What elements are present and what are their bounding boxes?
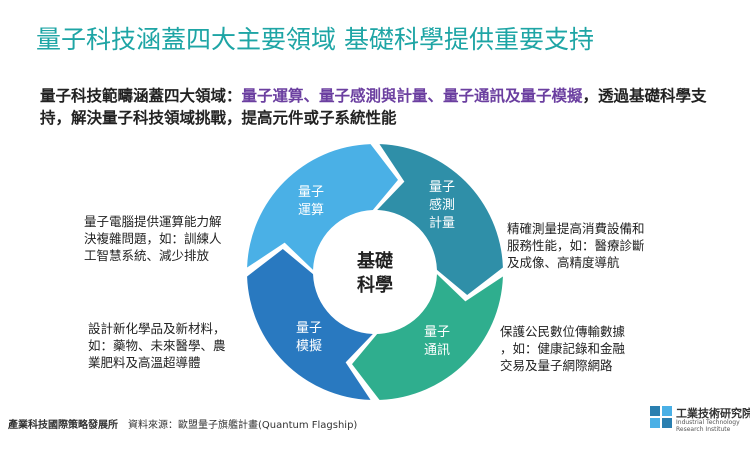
computing-description-line: 決複雜問題，如：訓練人	[84, 231, 222, 246]
segment-sensing	[377, 144, 503, 295]
sensing-description-line: 精確測量提高消費設備和	[507, 221, 645, 236]
segment-label-simulation: 量子	[296, 321, 322, 336]
page-title: 量子科技涵蓋四大主要領域 基礎科學提供重要支持	[36, 25, 594, 54]
segment-label-sensing: 計量	[429, 215, 455, 231]
segment-label-communication: 量子	[424, 325, 450, 340]
simulation-description-line: 如：藥物、未來醫學、農	[88, 338, 226, 353]
center-label: 科學	[357, 274, 393, 296]
segment-simulation	[247, 249, 373, 400]
footer-org: 產業科技國際策略發展所	[8, 420, 118, 431]
simulation-description-line: 業肥料及高溫超導體	[88, 355, 201, 370]
footer-source: 資料來源：歐盟量子旗艦計畫(Quantum Flagship)	[128, 420, 358, 431]
simulation-description-line: 設計新化學品及新材料，	[88, 321, 226, 336]
segment-label-sensing: 感測	[429, 197, 455, 213]
sensing-description-line: 及成像、高精度導航	[507, 255, 620, 270]
center-circle	[317, 214, 433, 330]
subtitle-suffix: ，透過基礎科學支持，解決量子科技領域挑戰，提高元件或子系統性能	[40, 87, 707, 127]
subtitle: 量子科技範疇涵蓋四大領域：量子運算、量子感測與計量、量子通訊及量子模擬，透過基礎…	[40, 85, 720, 129]
segment-label-simulation: 模擬	[296, 338, 322, 354]
footer: 產業科技國際策略發展所資料來源：歐盟量子旗艦計畫(Quantum Flagshi…	[8, 416, 357, 431]
subtitle-highlight: 量子運算、量子感測與計量、量子通訊及量子模擬	[241, 87, 583, 105]
segment-label-computing: 量子	[298, 185, 324, 200]
sensing-description-line: 服務性能，如：醫療診斷	[507, 238, 645, 253]
itri-logo-icon	[650, 406, 672, 428]
communication-description-line: ，如：健康記錄和金融	[500, 341, 626, 356]
logo-name: 工業技術研究院	[676, 407, 750, 420]
communication-description-line: 保護公民數位傳輸數據	[500, 324, 626, 339]
segment-communication	[352, 274, 503, 400]
computing-description-line: 工智慧系統、減少排放	[84, 248, 210, 263]
segment-computing	[247, 144, 398, 270]
computing-description-line: 量子電腦提供運算能力解	[84, 214, 222, 229]
computing-description: 量子電腦提供運算能力解 決複雜問題，如：訓練人 工智慧系統、減少排放	[84, 213, 222, 264]
segment-label-computing: 運算	[298, 203, 324, 218]
segment-label-communication: 通訊	[424, 343, 450, 358]
itri-logo: 工業技術研究院 Industrial Technology Research I…	[650, 404, 750, 440]
communication-description: 保護公民數位傳輸數據 ，如：健康記錄和金融 交易及量子網際網路	[500, 323, 625, 374]
sensing-description: 精確測量提高消費設備和 服務性能，如：醫療診斷 及成像、高精度導航	[507, 220, 645, 271]
simulation-description: 設計新化學品及新材料， 如：藥物、未來醫學、農 業肥料及高溫超導體	[88, 320, 226, 371]
logo-english: Industrial Technology Research Institute	[676, 419, 740, 433]
center-label: 基礎	[356, 250, 393, 272]
segment-label-sensing: 量子	[429, 180, 455, 195]
subtitle-prefix: 量子科技範疇涵蓋四大領域：	[40, 87, 242, 105]
communication-description-line: 交易及量子網際網路	[500, 358, 613, 373]
